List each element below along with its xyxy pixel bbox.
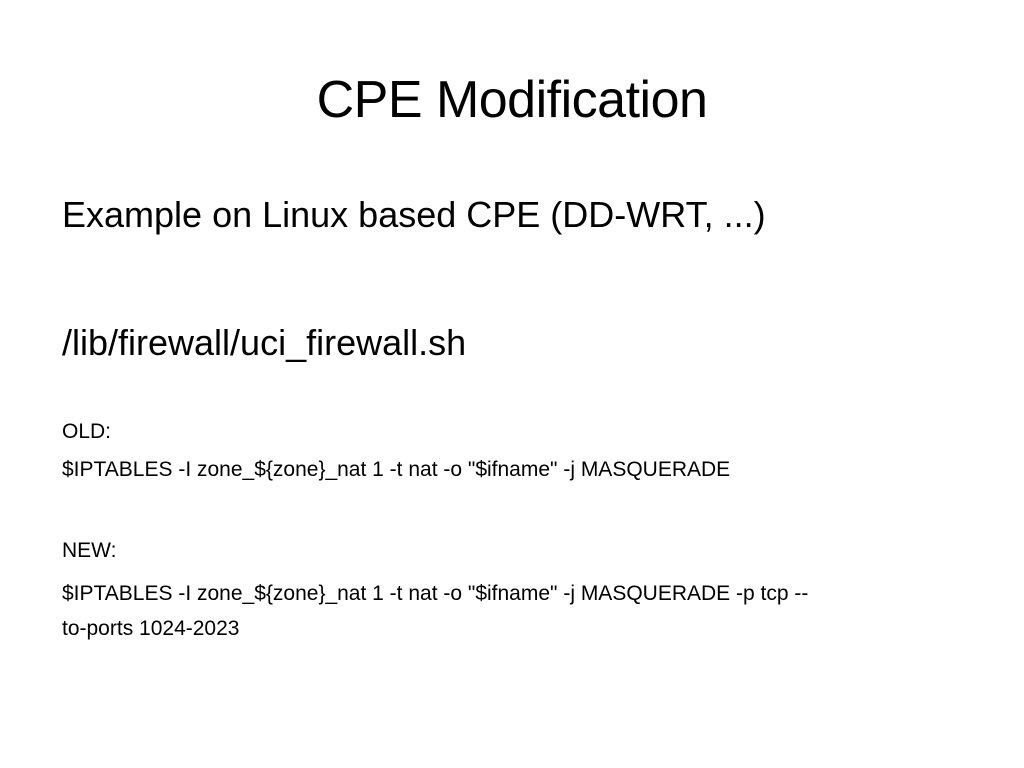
slide-title: CPE Modification: [316, 71, 708, 129]
new-command: $IPTABLES -I zone_${zone}_nat 1 -t nat -…: [62, 576, 962, 646]
slide-subtitle: Example on Linux based CPE (DD-WRT, ...): [62, 194, 766, 235]
new-command-line-2: to-ports 1024-2023: [62, 617, 240, 640]
file-path: /lib/firewall/uci_firewall.sh: [62, 322, 467, 363]
new-command-line-1: $IPTABLES -I zone_${zone}_nat 1 -t nat -…: [62, 582, 809, 605]
old-label: OLD:: [62, 420, 112, 443]
new-label: NEW:: [62, 539, 117, 562]
old-command: $IPTABLES -I zone_${zone}_nat 1 -t nat -…: [62, 458, 731, 481]
